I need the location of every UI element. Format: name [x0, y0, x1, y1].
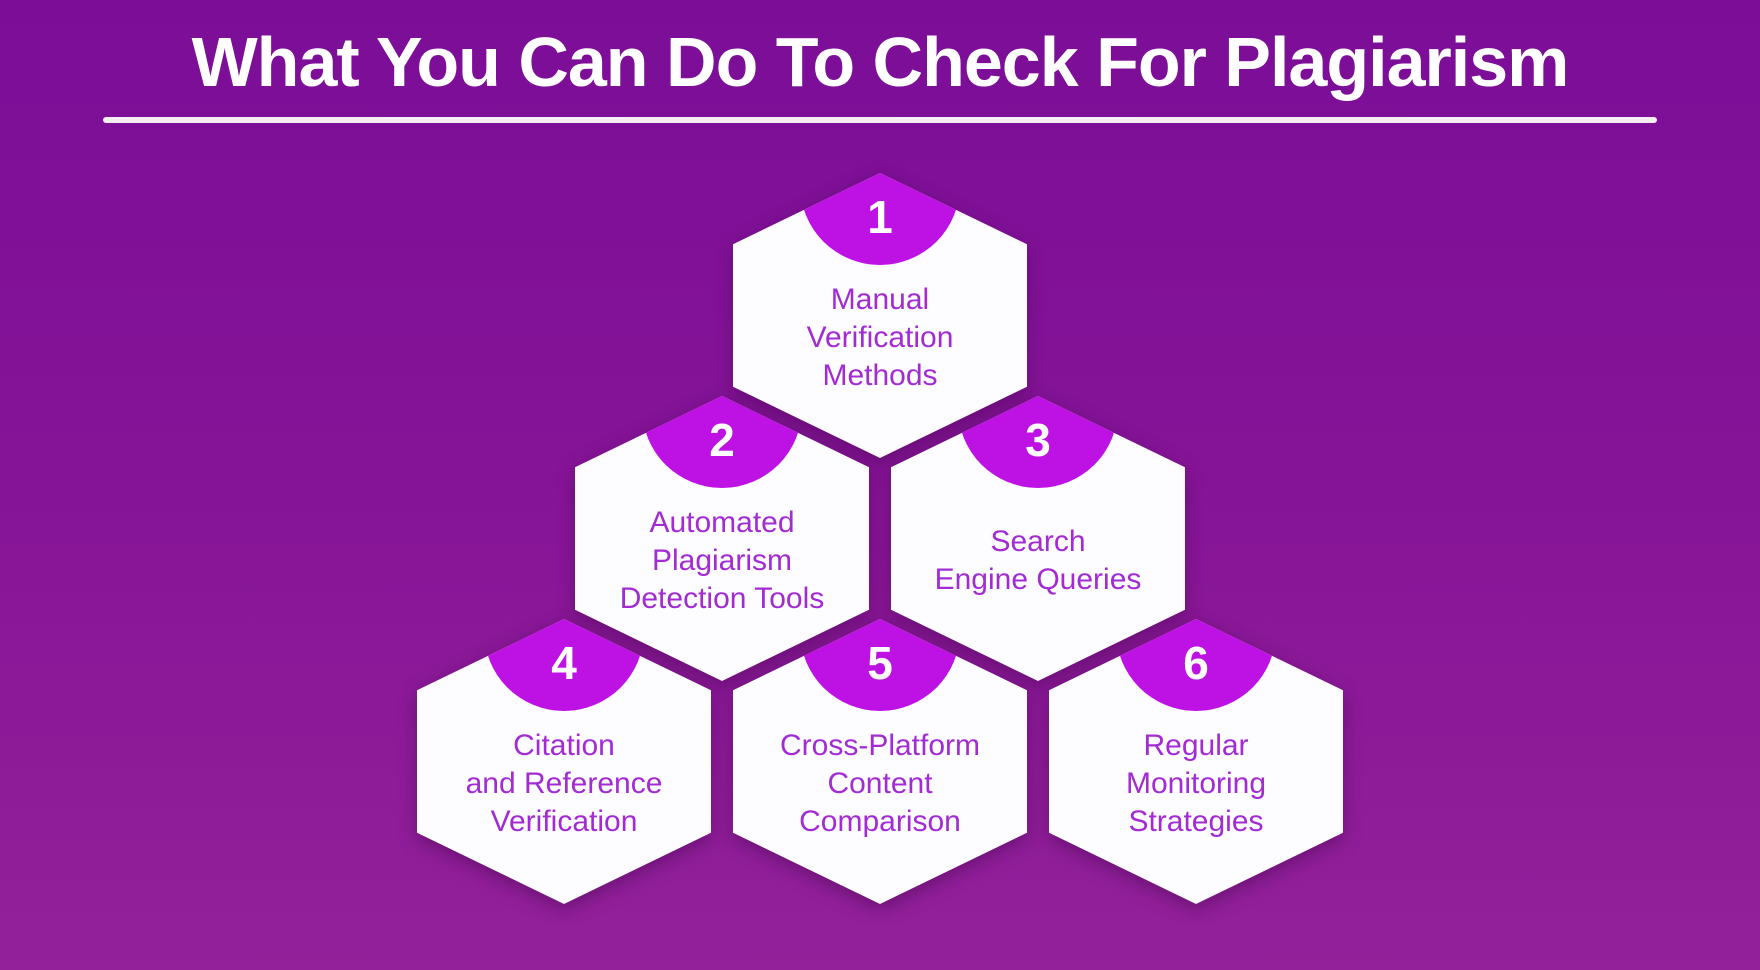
step-label-line: Regular	[1143, 729, 1249, 762]
hexagon-shape: 6 Regular Monitoring Strategies	[1049, 619, 1343, 904]
step-label-line: Comparison	[799, 805, 961, 838]
step-hexagon-6: 6 Regular Monitoring Strategies	[1049, 619, 1343, 904]
step-label-line: Verification	[806, 321, 954, 354]
header: What You Can Do To Check For Plagiarism	[0, 0, 1760, 123]
step-hexagon-2: 2 Automated Plagiarism Detection Tools	[575, 396, 869, 681]
hexagon-shape: 5 Cross-Platform Content Comparison	[733, 619, 1027, 904]
step-label-line: Citation	[513, 729, 615, 762]
step-label-line: Detection Tools	[619, 582, 825, 615]
step-hexagon-5: 5 Cross-Platform Content Comparison	[733, 619, 1027, 904]
step-number: 1	[867, 191, 893, 243]
step-label-line: Methods	[822, 359, 938, 392]
step-label-line: Search	[990, 525, 1086, 558]
step-label-line: Cross-Platform	[779, 729, 981, 762]
hexagon-shape: 2 Automated Plagiarism Detection Tools	[575, 396, 869, 681]
title-underline	[103, 117, 1657, 123]
step-label-line: Manual	[830, 283, 930, 316]
step-label-line: and Reference	[465, 767, 663, 800]
step-label: Citation and Reference Verification	[423, 699, 705, 869]
step-label: Automated Plagiarism Detection Tools	[581, 476, 863, 646]
step-label-line: Plagiarism	[651, 544, 793, 577]
step-label-line: Strategies	[1128, 805, 1264, 838]
step-number: 5	[867, 637, 893, 689]
step-label: Manual Verification Methods	[739, 253, 1021, 423]
hexagon-shape: 4 Citation and Reference Verification	[417, 619, 711, 904]
step-label-line: Verification	[490, 805, 638, 838]
step-number: 6	[1183, 637, 1209, 689]
step-hexagon-1: 1 Manual Verification Methods	[733, 173, 1027, 458]
step-hexagon-4: 4 Citation and Reference Verification	[417, 619, 711, 904]
step-label-line: Engine Queries	[934, 563, 1142, 596]
step-hexagon-3: 3 Search Engine Queries	[891, 396, 1185, 681]
step-number: 4	[551, 637, 577, 689]
step-label-line: Content	[827, 767, 933, 800]
hexagon-shape: 3 Search Engine Queries	[891, 396, 1185, 681]
page-title: What You Can Do To Check For Plagiarism	[191, 23, 1570, 101]
step-number: 3	[1025, 414, 1051, 466]
step-label: Cross-Platform Content Comparison	[739, 699, 1021, 869]
step-label-line: Automated	[649, 506, 795, 539]
step-label-line: Monitoring	[1125, 767, 1267, 800]
step-label: Search Engine Queries	[897, 476, 1179, 646]
step-number: 2	[709, 414, 735, 466]
step-label: Regular Monitoring Strategies	[1055, 699, 1337, 869]
